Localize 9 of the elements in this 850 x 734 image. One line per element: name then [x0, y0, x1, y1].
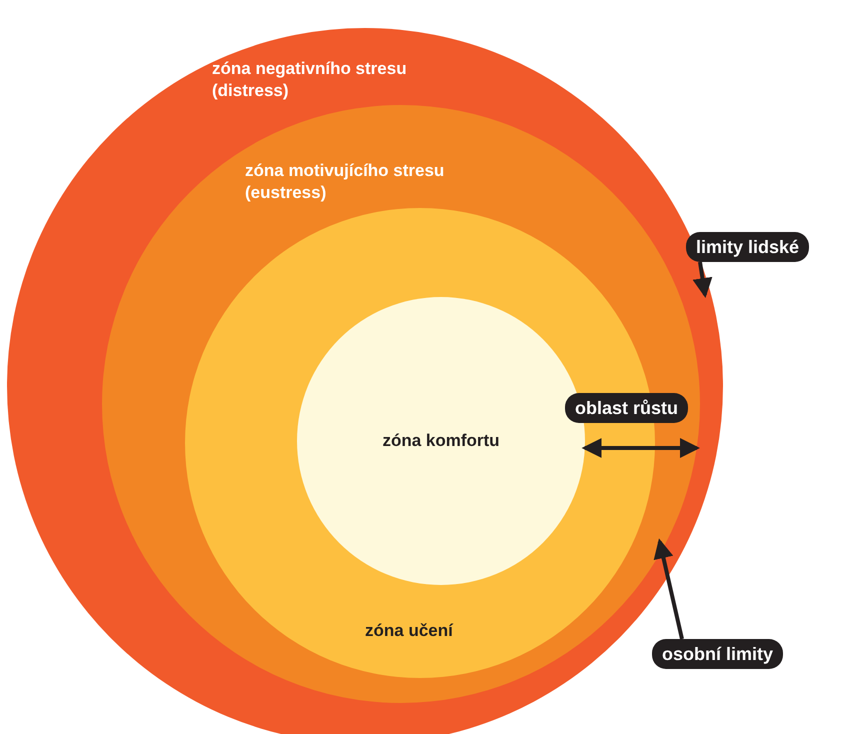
arrow [654, 538, 684, 640]
zone-label: zóna komfortu [381, 430, 501, 452]
double-arrow [582, 438, 700, 458]
zone-label: zóna motivujícího stresu (eustress) [245, 160, 446, 204]
zone-label: zóna učení [365, 620, 454, 642]
callout-label: osobní limity [652, 639, 784, 669]
callout-label: limity lidské [686, 232, 810, 262]
arrow [692, 262, 712, 298]
zone-label: zóna negativního stresu (distress) [212, 58, 408, 102]
